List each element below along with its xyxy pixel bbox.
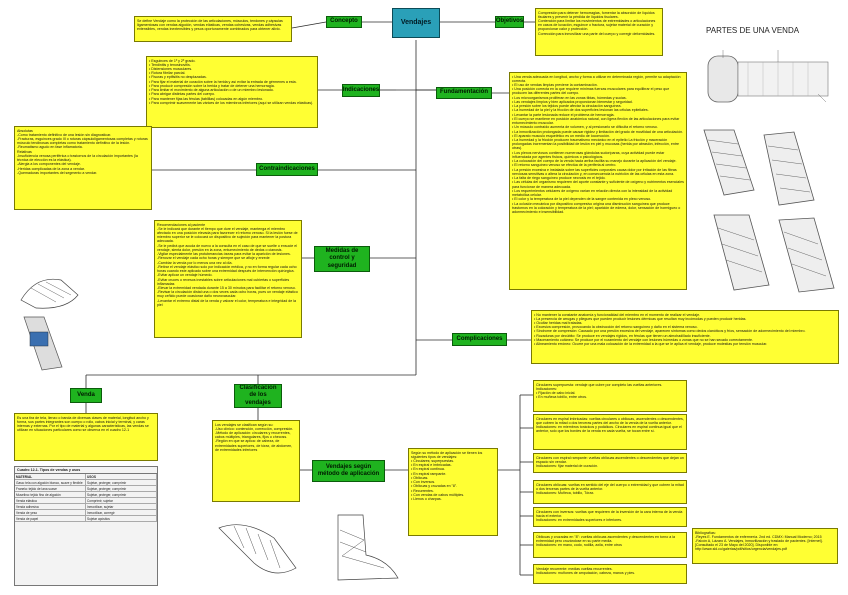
arm-sling-illustration xyxy=(23,316,63,371)
text-vendaje-recurrente: Vendaje recurrente: medias vueltas recur… xyxy=(533,564,687,584)
table-title: Cuadro 12-1. Tipos de vendas y usos xyxy=(15,467,157,474)
text-segun-metodo: Según su método de aplicación se tienen … xyxy=(408,448,498,536)
table-cell: Inmovilizar, sujetar xyxy=(86,504,157,509)
hand-bandage-illustration xyxy=(20,278,79,309)
text-clasificacion: Los vendajes se clasifican según su: -Us… xyxy=(212,420,300,502)
table-cell: Sujetar, proteger, comprimir xyxy=(86,492,157,497)
table-cell: Sujetar, proteger, comprimir xyxy=(86,480,157,485)
table-cell: Venda elástica xyxy=(15,498,86,503)
table-cell: Muselina: tejido fino de algodón xyxy=(15,492,86,497)
text-fundamentacion: • Una venda adecuada en longitud, ancho … xyxy=(509,72,687,290)
table-cell: Venda adhesiva xyxy=(15,504,86,509)
table-tipos-vendas: Cuadro 12-1. Tipos de vendas y usos MATE… xyxy=(14,466,158,586)
text-espiral-imbricadas: Circulares en espiral imbricadas: vuelta… xyxy=(533,414,687,450)
table-cell: Inmovilizar, corregir xyxy=(86,510,157,515)
node-objetivos: Objetivos xyxy=(495,16,524,28)
table-cell: Sujetar apósitos xyxy=(86,516,157,521)
text-concepto: Se define Vendaje como la protección de … xyxy=(134,16,292,42)
node-contraindicaciones: Contraindicaciones xyxy=(256,163,318,176)
node-segun-metodo-aplicacion: Vendajes según método de aplicación xyxy=(312,460,385,482)
text-contraindicaciones: Absolutas -Como tratamiento definitivo d… xyxy=(14,126,152,210)
foot-bandage-illustration xyxy=(337,514,399,581)
bandage-parts-illustration xyxy=(707,50,829,103)
text-medidas: Recomendaciones al paciente -Se le indic… xyxy=(154,220,302,338)
root-node-vendajes: Vendajes xyxy=(392,8,440,38)
text-bibliografia: Bibliografías: -Reyes E. Fundamentos de … xyxy=(692,528,838,564)
table-cell: Franela: tejido de lana suave xyxy=(15,486,86,491)
text-circulares-superpuesta: Circulares superpuesta: vendaje que cubr… xyxy=(533,380,687,412)
table-header: MATERIAL xyxy=(15,474,86,479)
image-title-partes-venda: PARTES DE UNA VENDA xyxy=(706,26,800,35)
table-row: Gasa: tela con algodón blanco, suave y f… xyxy=(15,480,157,486)
node-concepto: Concepto xyxy=(326,16,362,28)
text-complicaciones: • No mantener la constante anatomía y fu… xyxy=(531,310,839,364)
node-complicaciones: Complicaciones xyxy=(452,333,507,346)
table-header: USOS xyxy=(86,474,157,479)
node-venda: Venda xyxy=(70,388,102,403)
table-cell: Gasa: tela con algodón blanco, suave y f… xyxy=(15,480,86,485)
arm-spiral-bandage-illustration xyxy=(218,524,297,574)
text-indicaciones: • Esguinces de 1º y 2º grado. • Tendinit… xyxy=(146,56,318,128)
arm-bandage-illustrations xyxy=(703,129,835,293)
node-indicaciones: Indicaciones xyxy=(342,84,380,97)
text-circulares-inversos: Circulares con inversos: vueltas que req… xyxy=(533,507,687,527)
node-medidas-control-seguridad: Medidas de control y seguridad xyxy=(314,246,370,272)
table-cell: Venda de yeso xyxy=(15,510,86,515)
text-circulares-oblicuas: Circulares oblicuas: vueltas en sentido … xyxy=(533,480,687,504)
node-clasificacion-vendajes: Clasificacion de los vendajes xyxy=(234,384,282,408)
text-espiral-rampante: Circulares con espiral rampante: vueltas… xyxy=(533,453,687,473)
node-fundamentacion: Fundamentación xyxy=(436,87,492,99)
text-oblicuas-cruzadas-8: Oblicuas y cruzadas en "8": vueltas obli… xyxy=(533,532,687,558)
table-cell: Sujetar, proteger, comprimir xyxy=(86,486,157,491)
table-cell: Comprimir, sujetar xyxy=(86,498,157,503)
text-objetivos: Compresión:para detener hemorragias, fom… xyxy=(535,8,663,56)
text-venda: Es una tira de tela, lienzo o banda de d… xyxy=(14,413,158,461)
table-cell: Venda de papel xyxy=(15,516,86,521)
